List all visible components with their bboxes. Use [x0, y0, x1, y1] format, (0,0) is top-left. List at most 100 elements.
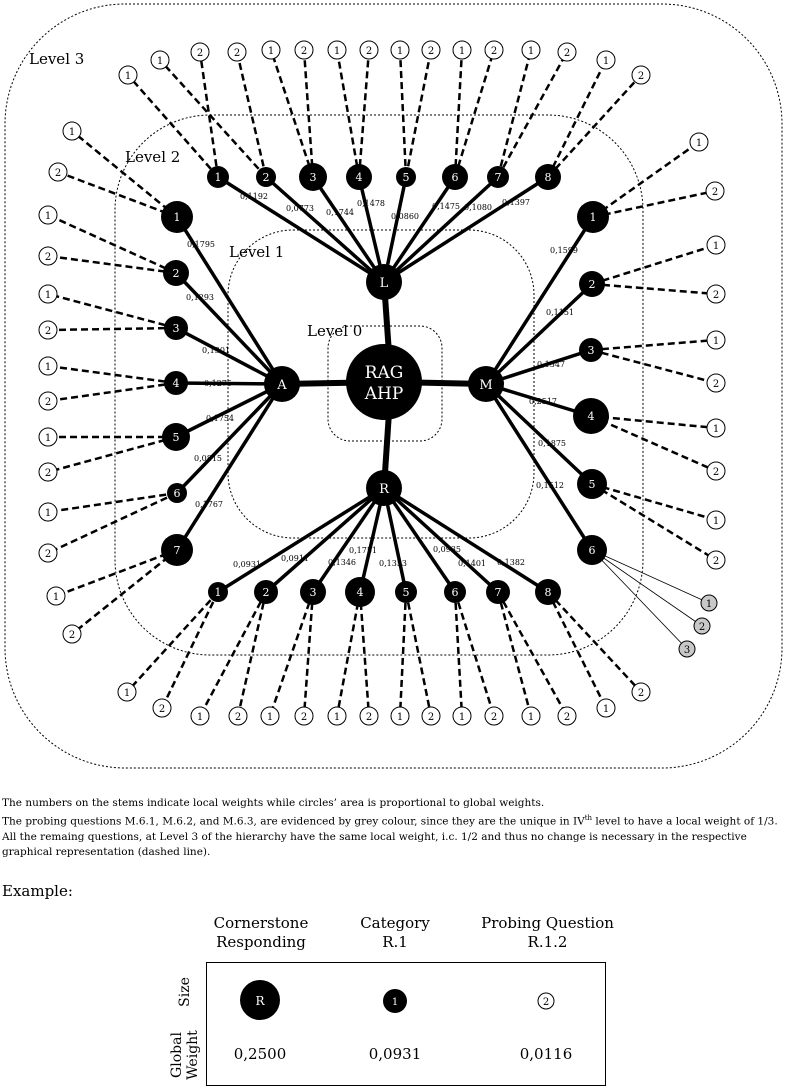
stem-M-4: [485, 382, 592, 418]
category-L-4-label: 4: [356, 171, 363, 184]
category-A-2-label: 2: [173, 267, 180, 280]
question-M-4-2: 2: [706, 461, 726, 481]
weight-L-8: 0,1397: [502, 198, 530, 207]
question-line-M-4-1: [590, 414, 717, 430]
question-line-M-2-2: [591, 282, 717, 296]
note-line-2-text: The probing questions M.6.1, M.6.2, and …: [2, 815, 585, 828]
question-R-5-1-label: 1: [397, 712, 403, 723]
cornerstone-R-label: R: [379, 482, 390, 497]
question-R-7-1-label: 1: [528, 712, 534, 723]
note-line-2-sup: th: [584, 814, 593, 822]
weight-L-4: 0,1478: [357, 199, 385, 208]
stem-L-1: [217, 175, 385, 284]
question-A-3-2-label: 2: [45, 326, 51, 337]
example-weight-question: 0,0116: [519, 1045, 573, 1063]
question-M-1-1-label: 1: [696, 138, 702, 149]
category-R-1: 1: [208, 582, 228, 602]
question-L-3-1: 1: [261, 40, 281, 60]
ahp-hierarchy-diagram: Level 3 Level 2 Level 1 Level 0 0,11920,…: [4, 3, 783, 769]
example-col-cornerstone-line2: Responding: [216, 933, 306, 951]
question-M-2-1: 1: [706, 235, 726, 255]
question-L-7-2-label: 2: [564, 48, 570, 59]
category-A-1: 1: [161, 201, 193, 233]
question-line-R-4-2: [358, 591, 371, 717]
question-R-6-1-label: 1: [459, 712, 465, 723]
example-col-cornerstone-line1: Cornerstone: [213, 914, 309, 932]
question-line-M-3-2: [590, 348, 717, 385]
example-row-size-label: Size: [177, 977, 193, 1007]
question-line-L-8-2: [547, 74, 642, 178]
question-R-1-1: 1: [117, 682, 137, 702]
note-line-3: All the remaing questions, at Level 3 of…: [2, 830, 747, 858]
question-M-5-1: 1: [706, 510, 726, 530]
example-col-question-line2: R.1.2: [527, 933, 568, 951]
category-L-4: 4: [346, 164, 372, 190]
question-line-R-6-1: [453, 591, 464, 717]
category-M-6: 6: [577, 535, 607, 565]
question-line-A-7-2: [71, 549, 178, 635]
level-1-label: Level 1: [229, 243, 284, 261]
stem-M-2: [484, 282, 594, 386]
root-label-line1: RAG: [365, 363, 404, 383]
weight-L-5: 0,0860: [391, 212, 419, 221]
question-L-8-1: 1: [596, 50, 616, 70]
category-M-1-label: 1: [590, 211, 597, 224]
question-R-8-1-label: 1: [603, 704, 609, 715]
question-A-3-1-label: 1: [45, 290, 51, 301]
stem-R-1: [217, 486, 385, 594]
question-R-2-2: 2: [228, 706, 248, 726]
question-line-A-4-1: [47, 364, 177, 385]
stem-A-6: [175, 382, 284, 495]
question-line-R-1-2: [160, 591, 220, 709]
category-R-8: 8: [535, 579, 561, 605]
question-R-7-2: 2: [557, 706, 577, 726]
question-L-2-1: 1: [150, 50, 170, 70]
stem-L-7: [382, 175, 500, 284]
category-A-5: 5: [162, 423, 190, 451]
question-L-4-1-label: 1: [334, 46, 340, 57]
question-R-4-1-label: 1: [334, 712, 340, 723]
question-A-7-1-label: 1: [53, 592, 59, 603]
stem-R-2: [264, 486, 386, 594]
category-A-5-label: 5: [173, 431, 180, 444]
category-R-7: 7: [486, 580, 510, 604]
weight-R-7: 0,1401: [458, 559, 486, 568]
question-L-8-2-label: 2: [638, 71, 644, 82]
question-line-M-5-2: [591, 482, 717, 562]
category-A-3: 3: [164, 316, 188, 340]
category-M-4-label: 4: [588, 410, 595, 423]
question-R-7-1: 1: [521, 706, 541, 726]
question-L-6-2-label: 2: [491, 46, 497, 57]
category-L-1-label: 1: [215, 171, 222, 184]
note-line-2-end: level to have a local weight of 1/3.: [592, 815, 778, 828]
category-L-7: 7: [487, 166, 509, 188]
example-row-weight-line1: Global: [169, 1032, 185, 1078]
category-L-8: 8: [535, 164, 561, 190]
category-R-8-label: 8: [545, 586, 552, 599]
question-A-1-2-label: 2: [55, 168, 61, 179]
question-L-2-1-label: 1: [157, 56, 163, 67]
weight-A-2: 0,1293: [186, 293, 214, 302]
category-R-2-label: 2: [263, 586, 270, 599]
category-M-4: 4: [573, 398, 609, 434]
question-M-4-1-label: 1: [713, 424, 719, 435]
question-line-A-3-1: [47, 292, 177, 330]
question-line-L-5-1: [398, 49, 408, 178]
question-R-1-1-label: 1: [124, 688, 130, 699]
question-L-5-1: 1: [390, 40, 410, 60]
question-R-6-1: 1: [452, 706, 472, 726]
question-line-L-7-2: [496, 51, 569, 178]
question-A-1-1: 1: [62, 121, 82, 141]
question-A-3-1: 1: [38, 284, 58, 304]
question-line-R-1-1: [126, 591, 219, 693]
example-row-weight-label: Global Weight: [169, 1020, 203, 1090]
category-L-5: 5: [396, 167, 416, 187]
note-line-2: The probing questions M.6.1, M.6.2, and …: [2, 811, 782, 830]
question-A-2-2-label: 2: [45, 252, 51, 263]
category-A-4: 4: [164, 371, 188, 395]
question-L-1-2-label: 2: [197, 48, 203, 59]
question-M-3-2: 2: [706, 373, 726, 393]
question-A-2-1: 1: [38, 205, 58, 225]
stem-L-6: [382, 176, 457, 283]
question-line-A-1-2: [57, 170, 178, 219]
